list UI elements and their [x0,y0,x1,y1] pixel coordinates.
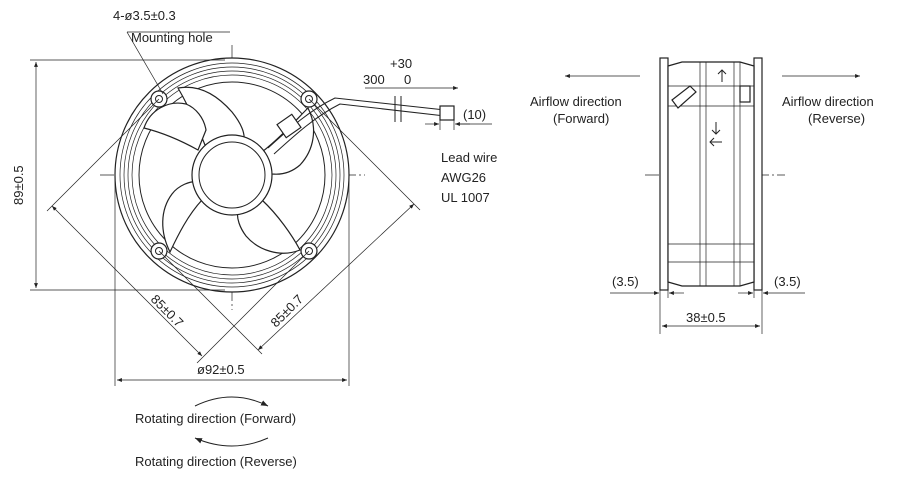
rotation-mark-icon [711,122,721,135]
airflow-mark-icon [717,69,727,82]
mounting-hole-label: Mounting hole [131,30,213,45]
airflow-forward-line1: Airflow direction [530,94,622,109]
side-flange-right [753,57,763,291]
diag-dimension-left [51,205,203,357]
fan-hub-inner [198,141,266,209]
mounting-hole-icon [155,95,163,103]
side-body [667,61,755,287]
rotation-reverse-label: Rotating direction (Reverse) [135,454,297,469]
lead-length: 300 [363,72,385,87]
fan-frame-ring-3 [127,70,337,280]
diag-extension-left-1 [46,98,160,212]
lead-wire-path-top [267,97,446,149]
flange-left-label: (3.5) [612,274,639,289]
height-dimension-label: 89±0.5 [11,165,26,205]
rotation-forward-arrow [194,396,269,407]
fan-venturi [138,81,326,269]
lead-wire-standard: UL 1007 [441,190,490,205]
airflow-forward-line2: (Forward) [553,111,609,126]
diag-dimension-left-label: 85±0.7 [148,292,187,331]
strip-length-label: (10) [463,107,486,122]
lead-tolerance-plus: +30 [390,56,412,71]
airflow-reverse-line1: Airflow direction [782,94,874,109]
mounting-hole-leader [126,31,164,95]
fan-frame-ring-4 [131,74,333,276]
diag-dimension-right [257,203,415,351]
flange-right-label: (3.5) [774,274,801,289]
mounting-hole-spec: 4-ø3.5±0.3 [113,8,176,23]
rotation-reverse-arrow [194,437,269,447]
rotation-forward-label: Rotating direction (Forward) [135,411,296,426]
diag-extension-right-2 [158,250,263,355]
airflow-reverse-line2: (Reverse) [808,111,865,126]
diag-extension-right-1 [308,98,421,211]
fan-frame-ring-2 [123,66,341,284]
wire-stripped-end [439,105,455,121]
lead-tolerance-zero: 0 [404,72,411,87]
lead-wire-path-bottom [273,103,446,155]
fan-hub-outer [191,134,273,216]
diameter-dimension-label: ø92±0.5 [197,362,245,377]
side-view: Airflow direction (Forward) Airflow dire… [530,57,874,334]
wire-clamp [276,113,302,139]
arrow-mark-icon [709,137,722,147]
side-wire-exit [671,85,697,109]
side-wire-clip [739,85,751,103]
front-view: 4-ø3.5±0.3 Mounting hole 89±0.5 85±0.7 8… [11,8,497,469]
lead-wire-gauge: AWG26 [441,170,486,185]
fan-frame-ring-1 [119,62,345,288]
side-flange-left [659,57,669,291]
depth-dimension-label: 38±0.5 [686,310,726,325]
fan-blade-5 [143,102,207,151]
lead-wire-title: Lead wire [441,150,497,165]
